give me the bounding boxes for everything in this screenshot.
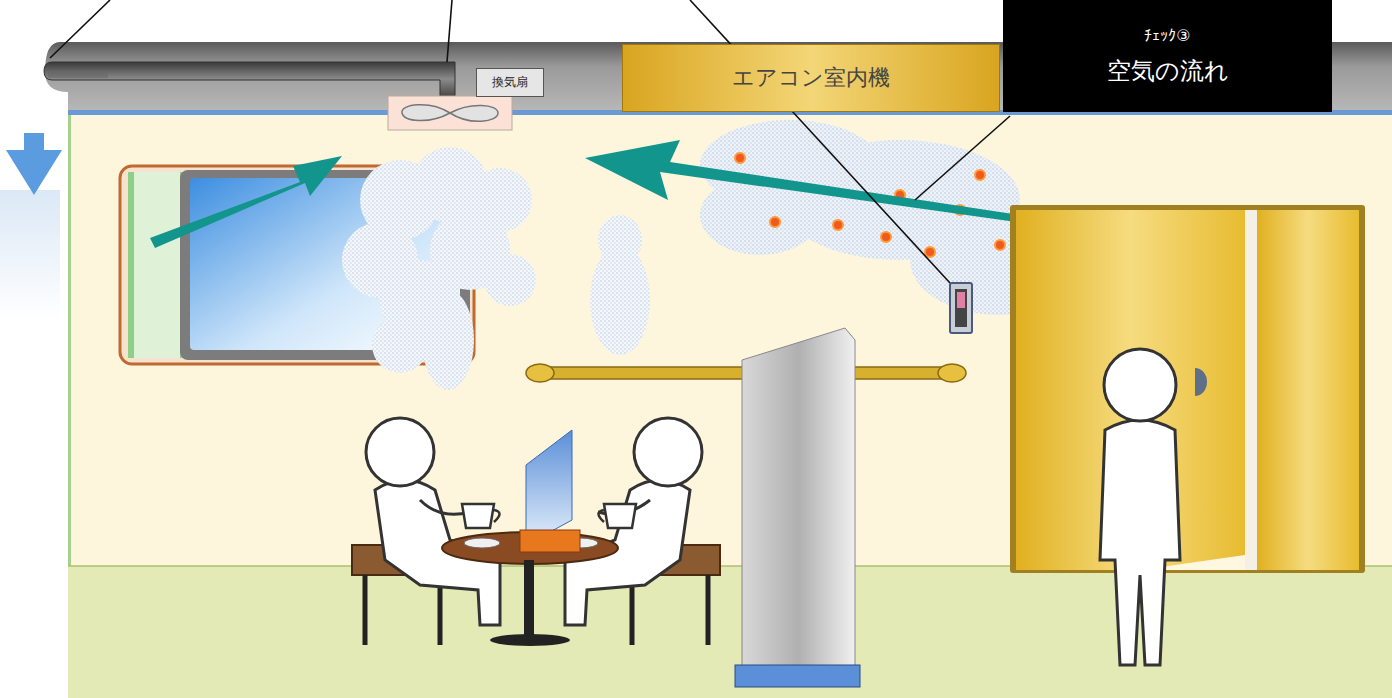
callout-heading: ﾁｪｯｸ③: [1144, 26, 1190, 46]
node-label: 空気の流れ: [1107, 56, 1229, 86]
node-label: 換気扇: [492, 75, 528, 90]
fan-label: 換気扇: [476, 68, 544, 97]
node-label: エアコン室内機: [732, 64, 890, 92]
check-callout: ﾁｪｯｸ③ 空気の流れ: [1003, 0, 1332, 112]
aircon-box: エアコン室内機: [622, 44, 1000, 112]
